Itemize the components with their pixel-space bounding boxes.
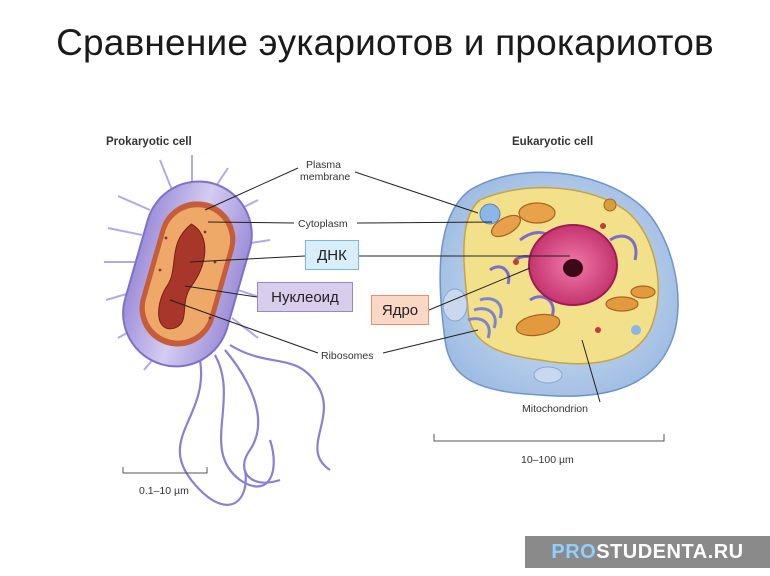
brand-prefix: PRO (551, 540, 597, 563)
prokaryotic-cell (104, 155, 331, 506)
leader-mitochondrion (581, 339, 601, 403)
eukaryote-scale-label: 10–100 µm (521, 454, 574, 466)
label-plasma-membrane-line1: Plasma (306, 159, 341, 171)
eukaryote-header: Eukaryotic cell (512, 136, 593, 148)
eukaryotic-cell (439, 171, 679, 397)
prokaryote-scale-label: 0.1–10 µm (139, 485, 189, 497)
nucleus-tag: Ядро (371, 295, 429, 325)
label-ribosomes: Ribosomes (321, 350, 374, 362)
slide-title: Сравнение эукариотов и прокариотов (56, 22, 714, 63)
leader-nucleus (428, 267, 531, 311)
prokaryote-scale-bar (122, 467, 208, 474)
leader-dna-prok (189, 255, 306, 263)
leader-lines (169, 167, 601, 403)
mitochondria (490, 202, 656, 337)
prokaryote-header: Prokaryotic cell (106, 136, 192, 148)
flagella (178, 344, 331, 506)
prokaryote-ribosomes (158, 230, 217, 320)
leader-cytoplasm-prok (207, 221, 295, 224)
nucleoid (158, 223, 206, 330)
brand-suffix: STUDENTA.RU (596, 540, 744, 563)
nucleoid-tag: Нуклеоид (257, 282, 353, 312)
label-plasma-membrane-line2: membrane (300, 171, 350, 183)
nucleolus (563, 259, 583, 277)
leader-nucleoid (184, 285, 258, 298)
leader-ribosomes-euk (382, 329, 479, 354)
leader-cytoplasm-euk (356, 221, 493, 224)
leader-plasma-prok (204, 167, 299, 211)
leader-ribosomes-prok (169, 299, 319, 354)
golgi (467, 297, 503, 339)
label-cytoplasm: Cytoplasm (298, 218, 348, 230)
dna-tag: ДНК (305, 240, 359, 270)
eukaryote-scale-bar (433, 434, 665, 442)
label-mitochondrion: Mitochondrion (522, 403, 588, 415)
leader-plasma-euk (354, 171, 479, 214)
